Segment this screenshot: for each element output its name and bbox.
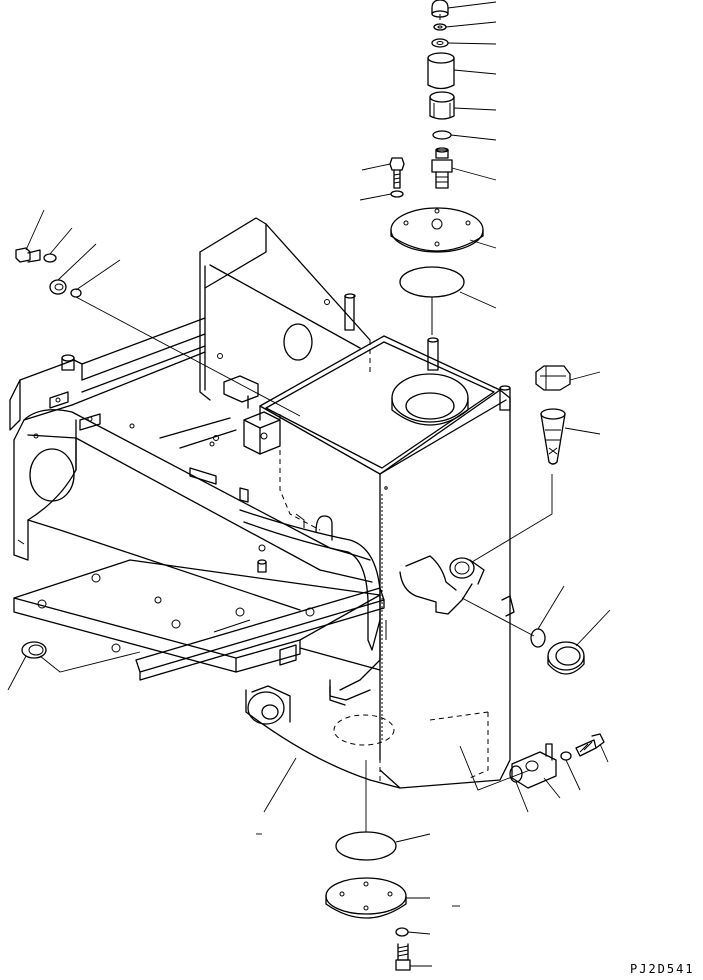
breather-valve[interactable]: [431, 147, 453, 189]
washer-lower-right[interactable]: [560, 751, 572, 761]
lock-washer-left[interactable]: [43, 253, 57, 263]
leader-lines: [7, 1, 611, 967]
sight-gauge[interactable]: [547, 641, 585, 675]
bolt-lower-right[interactable]: [575, 733, 605, 757]
grommet-left[interactable]: [21, 641, 47, 659]
filler-cap[interactable]: [535, 365, 571, 391]
element-cylinder[interactable]: [427, 52, 455, 90]
o-ring-right[interactable]: [530, 628, 546, 648]
washer-small[interactable]: [433, 23, 447, 31]
bolt-left[interactable]: [15, 247, 41, 263]
drawing-code: PJ2D541: [630, 962, 695, 976]
washer[interactable]: [431, 38, 449, 48]
bottom-cover[interactable]: [325, 877, 407, 919]
bottom-gasket[interactable]: [335, 831, 397, 861]
washer-left[interactable]: [49, 279, 67, 295]
breather-cover-plate[interactable]: [390, 207, 484, 253]
o-ring-left[interactable]: [70, 288, 82, 298]
bottom-plate: [13, 559, 385, 681]
bottom-bolt[interactable]: [395, 943, 411, 971]
cover-gasket[interactable]: [399, 266, 465, 298]
lock-washer-upper[interactable]: [390, 190, 404, 198]
side-frame: [9, 317, 381, 706]
element-sleeve[interactable]: [429, 91, 455, 120]
level-switch[interactable]: [511, 743, 557, 789]
bottom-washer[interactable]: [395, 927, 409, 937]
strainer[interactable]: [540, 408, 566, 465]
bolt-upper[interactable]: [389, 157, 405, 189]
hydraulic-tank: [199, 217, 515, 789]
o-ring-small[interactable]: [432, 130, 452, 140]
